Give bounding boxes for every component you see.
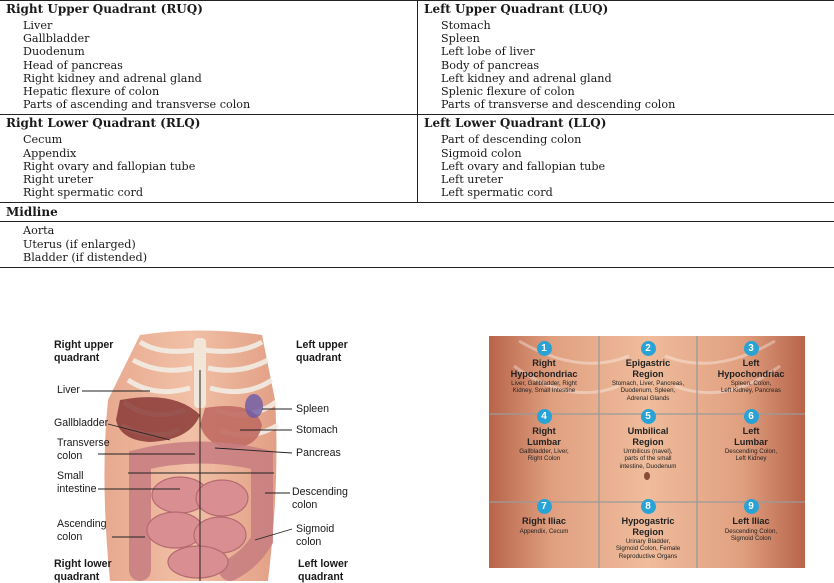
list-item: Aorta [23,224,834,237]
region-title: Right Iliac [489,516,599,527]
list-item: Hepatic flexure of colon [23,85,417,98]
list-item: Part of descending colon [441,133,834,146]
gallbladder-label: Gallbladder [54,417,108,430]
pancreas-label: Pancreas [296,447,341,460]
llq-cell: Left Lower Quadrant (LLQ) Part of descen… [418,115,834,203]
list-item: Stomach [441,19,834,32]
stomach-label: Stomach [296,424,338,437]
region-number-badge: 4 [537,409,552,424]
list-item: Left spermatic cord [441,186,834,199]
navel [644,472,650,480]
region-number-badge: 7 [537,499,552,514]
luq-header: Left Upper Quadrant (LUQ) [418,1,834,17]
region-number-badge: 2 [641,341,656,356]
list-item: Sigmoid colon [441,147,834,160]
list-item: Bladder (if distended) [23,251,834,264]
region-organs: Descending Colon,Left Kidney [697,448,805,463]
list-item: Appendix [23,147,417,160]
midline-header-cell: Midline [0,203,834,222]
list-item: Head of pancreas [23,59,417,72]
region-number-badge: 3 [744,341,759,356]
list-item: Right ovary and fallopian tube [23,160,417,173]
ruq-header: Right Upper Quadrant (RUQ) [0,1,417,17]
list-item: Liver [23,19,417,32]
list-item: Splenic flexure of colon [441,85,834,98]
midline-header: Midline [0,203,834,221]
list-item: Left kidney and adrenal gland [441,72,834,85]
region-number-badge: 5 [641,409,656,424]
spleen-label: Spleen [296,403,329,416]
region-title: Left Iliac [697,516,805,527]
llq-header: Left Lower Quadrant (LLQ) [418,115,834,131]
list-item: Parts of transverse and descending colon [441,98,834,111]
list-item: Cecum [23,133,417,146]
list-item: Gallbladder [23,32,417,45]
list-item: Parts of ascending and transverse colon [23,98,417,111]
liver-label: Liver [57,384,80,397]
list-item: Left lobe of liver [441,45,834,58]
rlq-header: Right Lower Quadrant (RLQ) [0,115,417,131]
region-organs: Gallbladder, Liver,Right Colon [489,448,599,463]
list-item: Left ovary and fallopian tube [441,160,834,173]
region-organs: Appendix, Cecum [489,528,599,535]
list-item: Left ureter [441,173,834,186]
region-organs: Descending Colon,Sigmoid Colon [697,528,805,543]
region-organs: Stomach, Liver, Pancreas,Duodenum, Splee… [599,380,697,402]
list-item: Body of pancreas [441,59,834,72]
spleen-shape [245,394,263,418]
region-number-badge: 6 [744,409,759,424]
list-item: Duodenum [23,45,417,58]
region-number-badge: 1 [537,341,552,356]
region-organs: Spleen, Colon,Left Kidney, Pancreas [697,380,805,395]
region-number-badge: 8 [641,499,656,514]
list-item: Right ureter [23,173,417,186]
list-item: Right kidney and adrenal gland [23,72,417,85]
list-item: Right spermatic cord [23,186,417,199]
region-number-badge: 9 [744,499,759,514]
list-item: Uterus (if enlarged) [23,238,834,251]
list-item: Spleen [441,32,834,45]
